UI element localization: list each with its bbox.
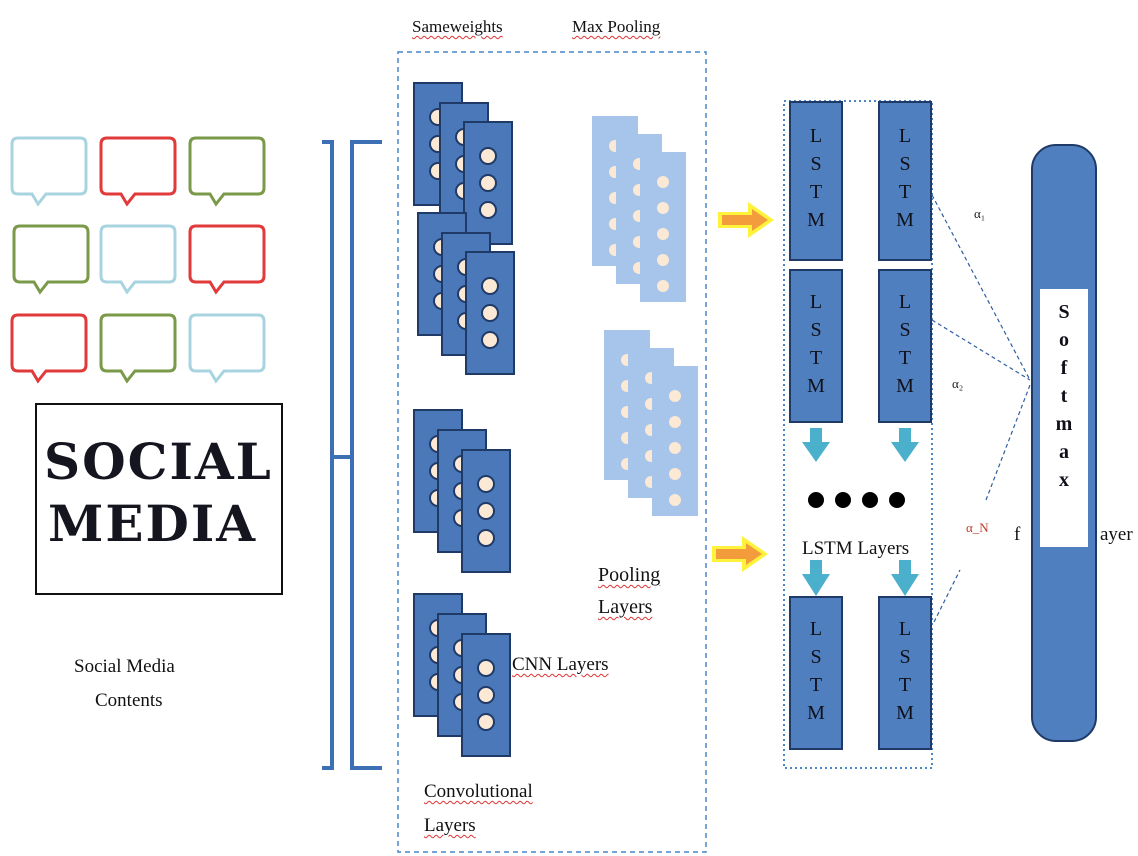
social-media-caption: Contents xyxy=(95,690,163,711)
attention-connections xyxy=(931,194,1031,623)
final-layer-label-left: f xyxy=(1014,524,1021,545)
arrow-down-icon xyxy=(891,560,919,596)
same-weights-label: Sameweights xyxy=(412,17,503,36)
lstm-cell xyxy=(878,269,932,423)
lstm-cell xyxy=(789,101,843,261)
speech-bubble-icon xyxy=(188,313,266,383)
pooling-layers-label: Pooling xyxy=(598,564,661,586)
cnn-feature-map xyxy=(461,449,511,573)
cnn-stack-3 xyxy=(413,409,511,573)
speech-bubble-icon xyxy=(10,136,88,206)
cnn-layers-label: CNN Layers xyxy=(512,654,609,675)
speech-bubble-icon xyxy=(188,136,266,206)
alpha-1-label: α₁ xyxy=(974,206,986,221)
pooling-stack-1 xyxy=(592,116,686,302)
cnn-feature-map xyxy=(461,633,511,757)
speech-bubble-icon xyxy=(99,313,177,383)
arrow-right-icon xyxy=(718,202,774,238)
pooling-feature-map xyxy=(652,366,698,516)
lstm-container xyxy=(783,100,933,769)
cnn-feature-map xyxy=(465,251,515,375)
convolutional-layers-label: Convolutional xyxy=(424,781,533,802)
speech-bubble-icon xyxy=(99,136,177,206)
input-bracket xyxy=(322,140,382,770)
cnn-feature-map xyxy=(463,121,513,245)
arrow-right-icon xyxy=(712,536,768,572)
pooling-layers-label: Layers xyxy=(598,596,653,618)
arrow-down-icon xyxy=(891,428,919,462)
arrow-down-icon xyxy=(802,560,830,596)
pooling-stack-2 xyxy=(604,330,698,516)
social-media-caption: Social Media xyxy=(74,656,175,677)
speech-bubble-icon xyxy=(12,224,90,294)
alpha-n-label: α_N xyxy=(966,520,989,535)
lstm-cell xyxy=(878,596,932,750)
speech-bubble-icon xyxy=(10,313,88,383)
social-media-bubbles xyxy=(10,136,266,383)
speech-bubble-icon xyxy=(99,224,177,294)
max-pooling-label: Max Pooling xyxy=(572,17,661,36)
pooling-feature-map xyxy=(640,152,686,302)
softmax-label-panel xyxy=(1040,289,1088,547)
lstm-cell xyxy=(789,269,843,423)
lstm-cell xyxy=(789,596,843,750)
social-media-title: SOCIAL xyxy=(44,432,273,491)
convolutional-layers-label: Layers xyxy=(424,815,476,836)
alpha-2-label: α₂ xyxy=(952,376,964,391)
lstm-cell xyxy=(878,101,932,261)
cnn-pooling-container xyxy=(397,51,707,853)
social-media-title: MEDIA xyxy=(48,494,257,553)
ellipsis-dots xyxy=(808,492,905,508)
lstm-layers-label: LSTM Layers xyxy=(802,538,910,559)
social-media-box xyxy=(35,403,283,595)
arrow-down-icon xyxy=(802,428,830,462)
cnn-stack-4 xyxy=(413,593,511,757)
final-layer-label-right: ayer xyxy=(1100,524,1133,545)
speech-bubble-icon xyxy=(188,224,266,294)
